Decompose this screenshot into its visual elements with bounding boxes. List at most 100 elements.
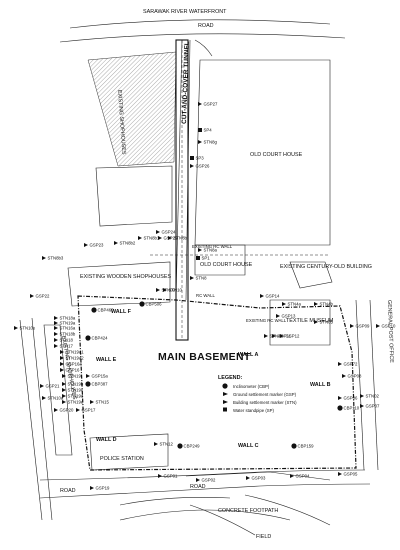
instrument-label: STN19d	[68, 394, 84, 399]
police-station-label: POLICE STATION	[100, 456, 144, 462]
road-left-label: ROAD	[60, 488, 76, 494]
stn-marker	[42, 396, 46, 400]
instrument-label: GSP02	[202, 478, 216, 483]
gsp-marker	[280, 334, 284, 338]
sp-marker	[190, 156, 194, 160]
buildings	[43, 51, 333, 481]
shophouses-top-label: EXISTING SHOPHOUSES	[116, 90, 127, 155]
instrument-label: STN02	[366, 394, 380, 399]
instrument-label: STN10a	[48, 396, 64, 401]
stn-marker	[114, 241, 118, 245]
instrument-label: GSP21	[46, 384, 60, 389]
road-top-label: ROAD	[198, 23, 214, 29]
instrument-label: STN19b	[68, 382, 84, 387]
inclinometer-marker	[177, 443, 183, 449]
gsp-marker	[338, 472, 342, 476]
stn-marker	[62, 388, 66, 392]
instrument-label: CBP465	[98, 308, 115, 313]
instrument-label: STN10	[169, 288, 183, 293]
instrument-label: STN19c	[68, 388, 84, 393]
stn-marker	[154, 442, 158, 446]
instrument-label: GSP10	[382, 324, 396, 329]
stn-marker	[60, 350, 64, 354]
stn-marker	[62, 382, 66, 386]
stn-marker	[42, 256, 46, 260]
instrument-label: SP3	[196, 156, 205, 161]
instrument-label: GSP09	[356, 324, 370, 329]
gsp-marker	[272, 334, 276, 338]
instrument-label: GSP19	[96, 486, 110, 491]
instrument-label: CBP387	[92, 382, 109, 387]
stn-marker	[14, 326, 18, 330]
stn-marker	[314, 320, 318, 324]
gsp-marker	[198, 102, 202, 106]
legend-item-label: Building settlement marker (STN)	[233, 400, 297, 405]
gsp-marker	[156, 230, 160, 234]
sp-marker	[196, 256, 200, 260]
instrument-label: STN8	[196, 276, 208, 281]
instrument-label: STN05	[320, 320, 334, 325]
instrument-label: STN15	[96, 400, 110, 405]
road-bottom-label: ROAD	[190, 484, 206, 490]
instrument-label: STN19a1	[66, 350, 85, 355]
inclinometer-marker	[291, 443, 297, 449]
gsp-marker	[84, 243, 88, 247]
instrument-label: GSP01	[164, 474, 178, 479]
tunnel-label: CUT-AND-COVER TUNNEL	[181, 41, 191, 124]
wall-a-label: WALL A	[238, 352, 258, 358]
instrument-label: STN18a	[60, 316, 76, 321]
instrument-label: GSP03	[252, 476, 266, 481]
stn-marker	[54, 321, 58, 325]
instrument-label: STN16a	[60, 326, 76, 331]
instrument-markers: GSP27SP4STN8gSP3GSP26GSP24GSP25GSP23STN8…	[14, 102, 396, 491]
instrument-label: STN18	[60, 338, 74, 343]
instrument-label: GSP06	[344, 396, 358, 401]
old-court-house-mid-label: OLD COURT HOUSE	[200, 262, 253, 268]
legend-stn-symbol	[223, 400, 228, 404]
instrument-label: STN17	[60, 344, 74, 349]
gsp-marker	[290, 474, 294, 478]
stn-marker	[198, 140, 202, 144]
instrument-label: GSP05	[344, 472, 358, 477]
stn-marker	[54, 338, 58, 342]
instrument-label: GSP11	[278, 334, 292, 339]
instrument-label: GSP04	[296, 474, 310, 479]
wall-b-label: WALL B	[310, 382, 331, 388]
instrument-label: STN10e	[20, 326, 36, 331]
instrument-label: CBP110	[344, 406, 360, 411]
gsp-marker	[350, 324, 354, 328]
stn-marker	[62, 394, 66, 398]
instrument-label: GSP17	[82, 408, 96, 413]
legend-item-label: Water standpipe (SP)	[233, 408, 274, 413]
wall-labels: WALL A WALL B WALL C WALL D WALL E WALL …	[96, 309, 331, 449]
wall-d-label: WALL D	[96, 437, 117, 443]
stn-marker	[190, 276, 194, 280]
instrument-label: STN4a	[288, 302, 302, 307]
instrument-label: GSP12	[286, 334, 300, 339]
instrument-label: GSP27	[204, 102, 218, 107]
gsp-marker	[60, 368, 64, 372]
wall-f-label: WALL F	[111, 309, 132, 315]
gsp-marker	[76, 408, 80, 412]
instrument-label: STN18b	[60, 332, 76, 337]
instrument-label: STN19e	[68, 400, 84, 405]
instrument-label: CBP424	[92, 336, 109, 341]
map-labels: SARAWAK RIVER WATERFRONT ROAD EXISTING S…	[60, 9, 394, 540]
instrument-label: STN8g	[204, 140, 218, 145]
gsp-marker	[90, 486, 94, 490]
instrument-label: GSP16a	[66, 362, 83, 367]
existing-rc-wall-top-label: EXISTING RC WALL	[192, 244, 233, 249]
instrument-label: GSP14	[266, 294, 280, 299]
instrument-label: SP4	[204, 128, 213, 133]
textile-museum-label: TEXTILE MUSEUM	[286, 318, 334, 324]
instrument-label: GSP16	[66, 368, 80, 373]
gsp-marker	[338, 396, 342, 400]
gsp-marker	[190, 164, 194, 168]
legend-gsp-symbol	[223, 392, 228, 396]
tunnel	[175, 39, 189, 341]
instrument-label: STN19a2	[66, 356, 85, 361]
instrument-label: GSP23	[90, 243, 104, 248]
legend-item-label: Ground settlement marker (GSP)	[233, 392, 297, 397]
instrument-label: GSP22	[36, 294, 50, 299]
gsp-marker	[86, 374, 90, 378]
